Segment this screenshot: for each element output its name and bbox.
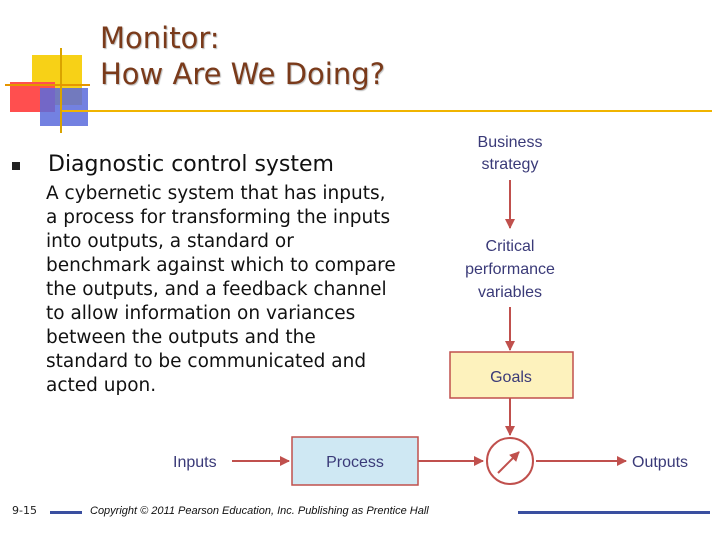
decor-blue-square: [40, 88, 88, 126]
decor-horizontal-line: [5, 84, 90, 86]
process-label: Process: [326, 454, 384, 471]
bullet-body: A cybernetic system that has inputs, a p…: [46, 183, 396, 396]
business-strategy-label-line2: strategy: [482, 156, 539, 173]
title-line-1: Monitor:: [100, 21, 220, 55]
critical-variables-label-line2: performance: [465, 261, 555, 278]
bullet-marker: [12, 162, 20, 170]
critical-variables-label-line1: Critical: [486, 238, 535, 255]
process-box: [291, 436, 419, 486]
goals-label: Goals: [490, 369, 532, 386]
copyright-text: Copyright © 2011 Pearson Education, Inc.…: [90, 505, 429, 517]
title-line-2: How Are We Doing?: [100, 57, 386, 91]
slide-number: 9-15: [12, 504, 37, 517]
business-strategy-label-line1: Business: [478, 134, 543, 151]
footer-bar-right: [518, 511, 710, 514]
critical-variables-label-line3: variables: [478, 284, 542, 301]
inputs-label: Inputs: [173, 454, 217, 471]
footer-bar-left: [50, 511, 82, 514]
decor-vertical-line: [60, 48, 62, 133]
page-title: Monitor: How Are We Doing?: [100, 20, 385, 92]
comparator-needle: [497, 451, 520, 474]
bullet-heading: Diagnostic control system: [48, 152, 334, 177]
title-rule: [62, 110, 712, 112]
outputs-label: Outputs: [632, 454, 688, 471]
goals-box: [449, 351, 574, 399]
